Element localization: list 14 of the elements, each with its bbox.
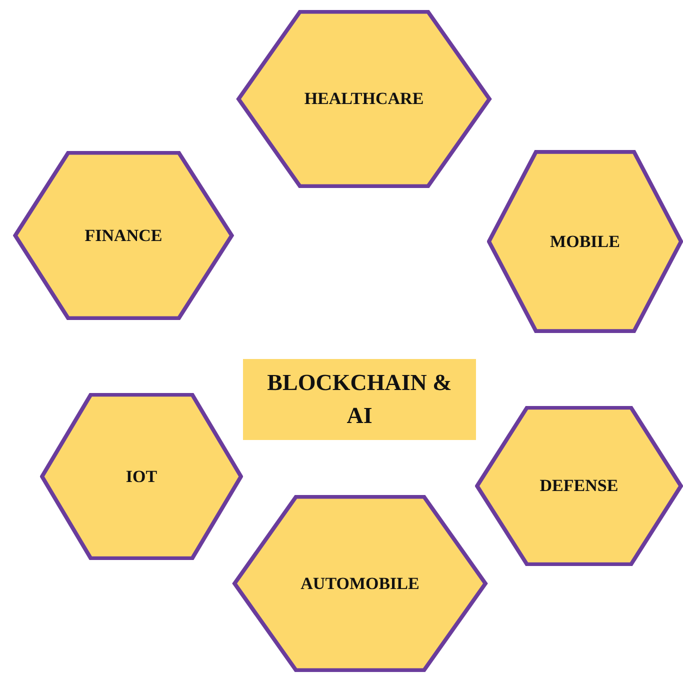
node-label: HEALTHCARE (304, 89, 424, 109)
hexagon-node (40, 393, 243, 560)
node-label: IOT (126, 466, 158, 486)
hexagon-node (236, 10, 492, 188)
center-box (243, 359, 476, 440)
node-label: FINANCE (84, 226, 162, 246)
node-label: BLOCKCHAIN & AI (266, 369, 453, 430)
hexagon-node (13, 151, 234, 320)
node-label: MOBILE (550, 232, 620, 252)
node-label: AUTOMOBILE (300, 574, 420, 594)
hexagon-node (487, 150, 683, 333)
node-label: DEFENSE (540, 476, 618, 496)
hexagon-node (475, 406, 683, 566)
hexagon-node (232, 495, 488, 672)
